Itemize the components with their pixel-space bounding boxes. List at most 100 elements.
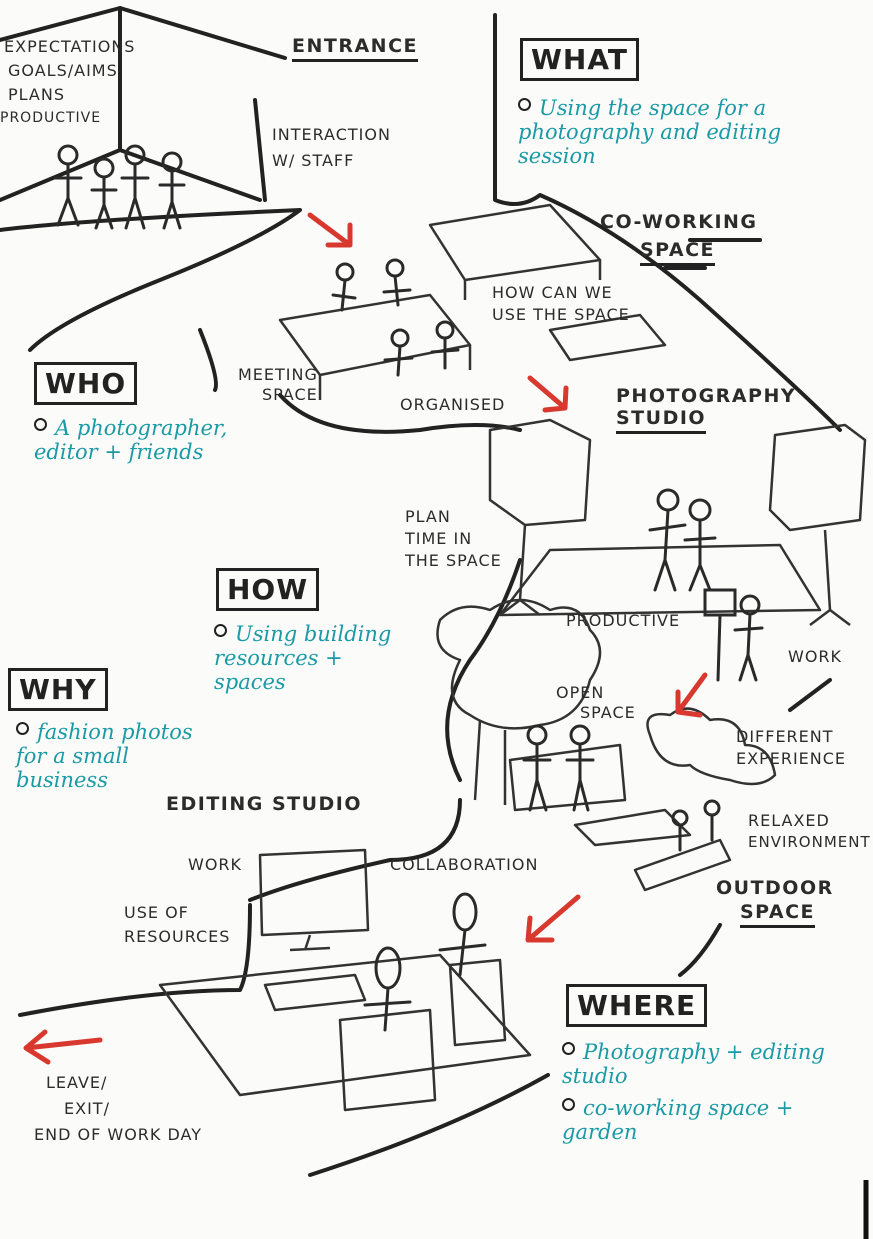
editing-desk — [158, 953, 532, 1097]
tree-trunk — [473, 719, 507, 805]
who-heading: WHO — [34, 362, 138, 405]
different-label-1: DIFFERENT — [736, 727, 834, 746]
person-figure — [383, 328, 414, 377]
entrance-expectations: EXPECTATIONS — [4, 37, 136, 56]
path-edge-line — [278, 393, 522, 434]
editing-chair — [338, 1008, 437, 1112]
bushes — [646, 707, 777, 786]
how-note: Using building resources + spaces — [214, 622, 392, 695]
exit-label: EXIT/ — [64, 1099, 110, 1118]
coworking-desk — [428, 203, 602, 282]
who-note: A photographer, editor + friends — [34, 416, 228, 465]
entrance-side-line — [253, 98, 267, 202]
red-arrow — [675, 672, 708, 718]
bullet-icon — [562, 1098, 575, 1111]
person-figure — [683, 498, 717, 592]
keyboard — [263, 973, 367, 1012]
person-figure — [671, 809, 689, 852]
editing-work-label: WORK — [188, 855, 243, 874]
path-edge-line — [18, 903, 252, 1017]
monitor — [258, 848, 370, 937]
meeting-table — [278, 293, 472, 377]
open-space-label-2: SPACE — [580, 703, 636, 722]
relaxed-label-2: ENVIRONMENT — [748, 833, 871, 851]
coworking-subtitle: SPACE — [640, 239, 715, 266]
how-use-label-1: HOW CAN WE — [492, 283, 613, 302]
path-edge-line — [248, 798, 462, 902]
meeting-table-legs — [318, 345, 472, 400]
leave-label: LEAVE/ — [46, 1073, 108, 1092]
red-arrow — [23, 1029, 103, 1065]
camera-tripod — [703, 588, 737, 682]
where-heading: WHERE — [566, 984, 708, 1027]
studio-floor — [498, 543, 822, 617]
photo-studio-title: PHOTOGRAPHY — [616, 385, 797, 407]
entrance-goals: GOALS/AIMS — [8, 61, 118, 80]
path-edge-line — [198, 328, 218, 392]
productive-label: PRODUCTIVE — [566, 611, 681, 630]
person-figure — [438, 892, 487, 977]
studio-box-left — [488, 418, 592, 527]
person-figure — [703, 799, 721, 842]
studio-light-stand — [809, 529, 851, 626]
bullet-icon — [214, 624, 227, 637]
person-figure — [158, 151, 186, 230]
bullet-icon — [34, 418, 47, 431]
interaction-staff-label: W/ STAFF — [272, 151, 355, 170]
what-note: Using the space for a photography and ed… — [518, 96, 782, 169]
where-note-1: Photography + editing studio — [562, 1040, 825, 1089]
organised-label: ORGANISED — [400, 395, 506, 414]
different-label-2: EXPERIENCE — [736, 749, 847, 768]
plan-label-3: THE SPACE — [405, 551, 502, 570]
why-note: fashion photos for a small business — [16, 720, 193, 793]
plan-label-1: PLAN — [405, 507, 451, 526]
person-figure — [331, 262, 357, 312]
end-of-work-day-label: END OF WORK DAY — [34, 1125, 202, 1144]
entrance-productive: PRODUCTIVE — [0, 110, 102, 126]
person-figure — [363, 946, 412, 1032]
garden-table — [573, 808, 692, 847]
bench — [508, 743, 627, 812]
person-figure — [522, 724, 552, 812]
path-edge-line — [678, 923, 722, 977]
entrance-floor-line — [0, 148, 262, 202]
what-heading: WHAT — [520, 38, 639, 81]
person-figure — [733, 594, 764, 682]
use-of-label: USE OF — [124, 903, 189, 922]
red-arrow — [527, 375, 569, 413]
meeting-label-1: MEETING — [238, 365, 318, 384]
how-use-label-2: USE THE SPACE — [492, 305, 630, 324]
relaxed-label-1: RELAXED — [748, 811, 830, 830]
coworking-title: CO-WORKING — [600, 211, 758, 233]
meeting-label-2: SPACE — [262, 385, 318, 404]
photo-studio-subtitle: STUDIO — [616, 407, 707, 434]
path-edge-line — [0, 208, 302, 352]
plan-label-2: TIME IN — [405, 529, 473, 548]
bullet-icon — [562, 1042, 575, 1055]
coworking-desk-legs — [463, 260, 602, 300]
garden-bench — [633, 838, 732, 892]
how-heading: HOW — [216, 568, 320, 611]
where-note-2: co-working space + garden — [562, 1096, 794, 1145]
monitor-stand — [289, 934, 331, 952]
resources-label: RESOURCES — [124, 927, 231, 946]
outdoor-subtitle: SPACE — [740, 901, 815, 928]
entrance-title: ENTRANCE — [292, 35, 418, 62]
person-figure — [430, 320, 460, 370]
entrance-plans: PLANS — [8, 85, 65, 104]
bullet-icon — [16, 722, 29, 735]
interaction-label: INTERACTION — [272, 125, 391, 144]
person-figure — [565, 724, 595, 812]
tree-canopy — [436, 598, 602, 730]
red-arrow — [525, 894, 581, 943]
open-space-label-1: OPEN — [556, 683, 605, 702]
side-table — [548, 313, 667, 362]
person-figure — [648, 488, 687, 592]
outdoor-title: OUTDOOR — [716, 877, 834, 899]
person-figure — [382, 258, 412, 307]
person-figure — [90, 157, 118, 230]
red-arrow — [307, 212, 353, 248]
path-edge-line — [445, 558, 522, 782]
person-figure — [120, 144, 150, 230]
